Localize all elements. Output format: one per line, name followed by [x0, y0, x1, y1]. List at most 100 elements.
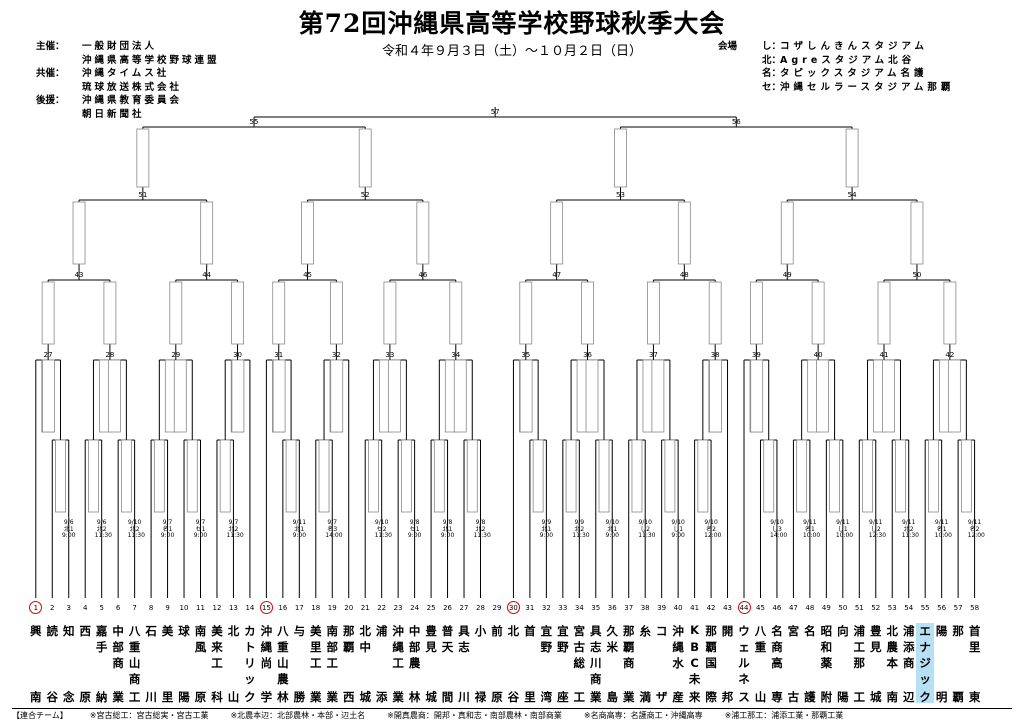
match-number: 33 [385, 351, 395, 359]
team-name-last: 陽 [178, 690, 190, 704]
footer-item: ※開真農商：開邦・真和志・南部農林・南部商業 [387, 711, 562, 720]
r1-date: 9/7 [162, 519, 173, 526]
score-box [358, 128, 372, 188]
team-name-last: 陽 [837, 690, 849, 704]
team-name-first: 八 [754, 624, 767, 638]
team-name-middle: 覇 国 [705, 640, 717, 670]
organizer-name: 朝日新聞社 [82, 108, 145, 120]
venue-row: 北：Agreスタジアム北谷 [718, 54, 954, 68]
team-name-last: 際 [705, 690, 717, 704]
team-name-last: 川 [145, 690, 157, 704]
team-name: 名商 高専 [768, 623, 786, 704]
team-name-first: 南 [326, 624, 339, 638]
r2-score-box [585, 359, 599, 433]
draw-number: 5 [99, 604, 104, 612]
footer-item: ※名商高専：名護商工・沖縄高専 [583, 711, 703, 720]
team-name-last: 原 [194, 690, 207, 704]
venue-code: セ： [762, 81, 782, 93]
team-name-first: 知 [62, 624, 75, 638]
organizers-block: 主催：一般財団法人沖縄県高等学校野球連盟共催：沖縄タイムス社琉球放送株式会社後援… [36, 40, 272, 121]
team-name-first: 浦 [902, 624, 915, 638]
score-box [780, 201, 794, 265]
score-box [41, 281, 55, 345]
score-box [943, 281, 957, 345]
team-name-middle: 縄 工 [392, 640, 404, 670]
r1-venue: 名1 [162, 525, 173, 533]
team-name-last: 島 [606, 690, 619, 704]
team-name-first: 北 [886, 624, 898, 638]
organizer-role: 共催： [36, 68, 65, 79]
team-name-last: 学 [260, 690, 273, 704]
team-name-first: K [690, 623, 700, 637]
team-name-first: 北 [359, 624, 371, 638]
team-name: 中部 農林 [406, 623, 424, 704]
r1-score-box [829, 439, 840, 513]
score-box [169, 281, 183, 345]
draw-number: 41 [690, 604, 700, 612]
r2-score-box [173, 359, 187, 433]
draw-number: 55 [920, 604, 930, 612]
r1-score-box [598, 439, 610, 513]
team-name: 与勝 [290, 623, 308, 704]
organizer-row: 共催：沖縄タイムス社 [36, 67, 272, 81]
score-box [581, 281, 594, 345]
team-name-first: 宮 [573, 624, 586, 638]
draw-number: 56 [937, 604, 947, 612]
team-name-last: 工 [853, 690, 866, 704]
team-name: 沖縄 工業 [389, 623, 407, 704]
score-box [301, 201, 314, 265]
team-name-middle: 志 川 商 [590, 640, 602, 686]
draw-number: 7 [132, 604, 137, 612]
team-name-last: 川 [458, 690, 470, 704]
team-name: 嘉手納 [93, 623, 111, 704]
team-name-middle: 見 [870, 640, 882, 654]
score-box [845, 128, 859, 188]
r1-venue: セ2 [376, 525, 387, 533]
r1-date: 9/8 [475, 519, 486, 526]
match-number: 30 [233, 351, 242, 359]
team-name: 読谷 [43, 623, 61, 704]
r1-venue: 北1 [442, 525, 453, 533]
r1-date: 9/6 [63, 519, 74, 526]
team-name-first: 浦 [375, 624, 388, 638]
r1-time: 9:00 [407, 532, 422, 539]
team-name-first: 那 [952, 624, 964, 638]
team-name-last: 南 [30, 690, 42, 704]
r1-time: 10:00 [835, 532, 854, 539]
team-name-last: 山 [754, 690, 767, 704]
match-number: 36 [583, 351, 592, 359]
r1-date: 9/11 [803, 519, 817, 526]
r1-score-box [318, 439, 330, 513]
venue-row: セ：沖縄セルラースタジアム那覇 [718, 81, 954, 95]
draw-number: 43 [723, 604, 732, 612]
draw-number: 26 [443, 604, 452, 612]
team-name-last: 古 [787, 690, 800, 704]
team-name-last: ク [919, 690, 931, 704]
team-name-first: 嘉 [95, 624, 108, 638]
score-box [231, 281, 244, 345]
team-name-first: 南 [194, 624, 207, 638]
score-box [811, 281, 825, 345]
team-name-first: 沖 [260, 624, 273, 638]
team-name-first: 首 [968, 624, 981, 638]
team-name: 昭和 薬附 [817, 623, 835, 704]
r1-venue: 北2 [574, 525, 585, 533]
draw-number: 8 [148, 604, 154, 612]
team-name: 美里 [159, 623, 177, 704]
team-name-first: 名 [771, 624, 783, 638]
team-name-middle: 農 本 [886, 640, 898, 670]
r1-score-box [664, 439, 676, 513]
draw-number: 49 [821, 604, 831, 612]
team-name: 向陽 [834, 623, 852, 704]
match-number: 31 [274, 351, 284, 359]
team-name-first: 八 [128, 624, 141, 638]
seed-circle [29, 601, 43, 614]
